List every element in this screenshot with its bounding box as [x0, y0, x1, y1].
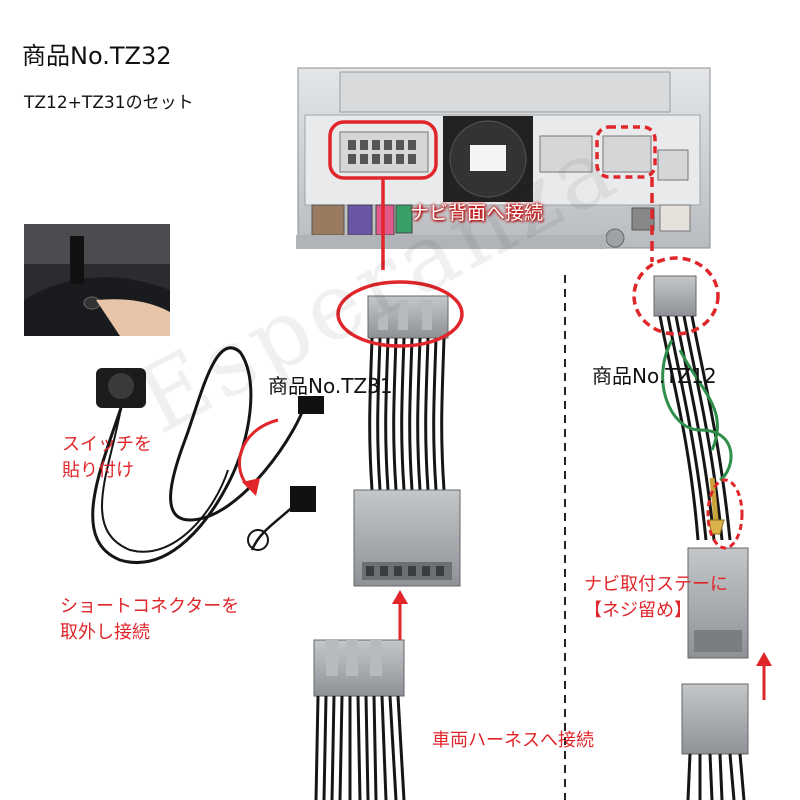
label-switch-line2: 貼り付け — [62, 460, 134, 481]
label-short-connector-line1: ショートコネクターを — [60, 596, 240, 617]
highlight-ring-terminal — [706, 478, 744, 550]
inset-photo — [24, 224, 170, 336]
vehicle-harness-connector-left — [313, 639, 406, 800]
label-navi-stay-line1: ナビ取付ステーに — [584, 574, 728, 595]
page-title: 商品No.TZ32 — [22, 42, 172, 70]
label-navi-stay-line2: 【ネジ留め】 — [584, 600, 692, 621]
label-product-tz31: 商品No.TZ31 — [268, 374, 393, 398]
tz31-harness — [353, 295, 461, 587]
switch-cable — [91, 346, 324, 564]
arrow-connect-tz31 — [392, 590, 408, 640]
label-navi-back: ナビ背面へ接続 — [410, 202, 544, 224]
navigation-unit — [296, 67, 711, 249]
label-vehicle-harness: 車両ハーネスへ接続 — [432, 730, 594, 751]
arrow-connect-tz12 — [756, 652, 772, 700]
cooling-fan — [443, 116, 533, 202]
label-short-connector-line2: 取外し接続 — [60, 622, 150, 643]
label-product-tz12: 商品No.TZ12 — [592, 364, 717, 388]
tz12-harness — [653, 275, 749, 800]
label-switch-attach: スイッチを 貼り付け — [62, 432, 152, 484]
label-short-connector: ショートコネクターを 取外し接続 — [60, 594, 239, 646]
label-navi-stay: ナビ取付ステーに 【ネジ留め】 — [584, 572, 728, 624]
highlight-tz31-connector — [336, 280, 464, 348]
label-switch-line1: スイッチを — [62, 434, 152, 455]
arrow-short-connector — [237, 418, 279, 496]
page-subtitle: TZ12+TZ31のセット — [24, 93, 194, 113]
highlight-right-port — [595, 125, 657, 179]
highlight-tz12-connector — [632, 256, 720, 336]
